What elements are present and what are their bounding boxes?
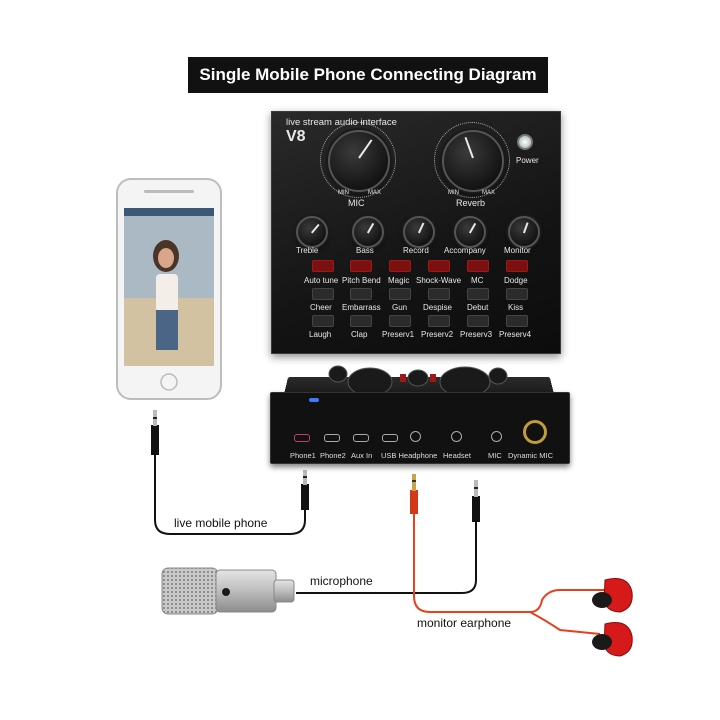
effect-button[interactable] [467, 260, 489, 272]
monitor-label: Monitor [504, 246, 531, 255]
button-label: Preserv1 [382, 330, 415, 339]
mobile-phone [116, 178, 222, 400]
dynamic-mic-port[interactable] [523, 420, 547, 444]
monitor-earphones [592, 578, 633, 657]
power-button[interactable] [517, 134, 533, 150]
mic-port-label: MIC [488, 451, 502, 460]
reverb-knob-label: Reverb [456, 198, 486, 208]
reverb-min-label: MIN [448, 190, 459, 196]
effect-button[interactable] [467, 315, 489, 327]
effect-button[interactable] [506, 288, 528, 300]
effect-button[interactable] [389, 260, 411, 272]
mixer-header: live stream audio interface [286, 117, 397, 128]
reverb-max-label: MAX [482, 190, 496, 196]
phone2-label: Phone2 [320, 451, 346, 460]
effect-button[interactable] [467, 288, 489, 300]
phone1-port[interactable] [294, 434, 310, 442]
button-label: Preserv3 [460, 330, 493, 339]
button-label: Preserv4 [499, 330, 532, 339]
reverb-knob-scale [434, 122, 510, 198]
mic-jack [472, 480, 480, 522]
phone2-port[interactable] [324, 434, 340, 442]
mixer-top-panel: live stream audio interface V8 Power MIN… [271, 111, 561, 354]
record-knob[interactable] [403, 216, 435, 248]
mic-cable [296, 520, 477, 594]
button-label: Gun [392, 303, 408, 312]
usb-headphone-label: USB Headphone [381, 451, 438, 460]
mic-max-label: MAX [368, 190, 382, 196]
phone-jack-mixer [301, 470, 309, 510]
phone-jack-top [151, 410, 159, 455]
effect-button[interactable] [506, 315, 528, 327]
condenser-microphone [161, 567, 295, 615]
button-label: Despise [423, 303, 452, 312]
effect-button[interactable] [428, 315, 450, 327]
earphone-cable-branch [529, 611, 601, 635]
effect-button[interactable] [428, 260, 450, 272]
usb-port[interactable] [382, 434, 398, 442]
mixer-front-panel: Phone1 Phone2 Aux In USB Headphone Heads… [270, 392, 570, 464]
effect-button[interactable] [350, 260, 372, 272]
diagram-title: Single Mobile Phone Connecting Diagram [188, 57, 548, 93]
aux-in-port[interactable] [353, 434, 369, 442]
effect-button[interactable] [312, 315, 334, 327]
button-label: Auto tune [304, 276, 339, 285]
accompany-label: Accompany [444, 246, 486, 255]
mic-min-label: MIN [338, 190, 349, 196]
effect-button[interactable] [312, 288, 334, 300]
effect-button[interactable] [350, 288, 372, 300]
mixer-model: V8 [286, 128, 306, 145]
button-label: Clap [351, 330, 368, 339]
button-label: Preserv2 [421, 330, 454, 339]
mic-knob[interactable] [328, 130, 390, 192]
button-label: Debut [467, 303, 489, 312]
phone1-label: Phone1 [290, 451, 316, 460]
button-label: Cheer [310, 303, 332, 312]
reverb-knob[interactable] [442, 130, 504, 192]
mic-knob-scale [320, 122, 396, 198]
record-label: Record [403, 246, 429, 255]
power-led [309, 398, 319, 402]
bass-label: Bass [356, 246, 374, 255]
button-label: MC [471, 276, 484, 285]
dynamic-mic-label: Dynamic MIC [508, 451, 554, 460]
effect-button[interactable] [389, 315, 411, 327]
treble-knob[interactable] [296, 216, 328, 248]
effect-button[interactable] [389, 288, 411, 300]
headset-label: Headset [443, 451, 471, 460]
power-label: Power [516, 156, 539, 165]
mixer-side-knobs [328, 365, 508, 398]
bass-knob[interactable] [352, 216, 384, 248]
treble-label: Treble [296, 246, 319, 255]
button-label: Shock-Wave [416, 276, 462, 285]
button-label: Embarrass [342, 303, 381, 312]
effect-button[interactable] [428, 288, 450, 300]
mic-port[interactable] [491, 431, 502, 442]
effect-button[interactable] [506, 260, 528, 272]
mic-knob-label: MIC [348, 198, 365, 208]
effect-button[interactable] [312, 260, 334, 272]
earphone-cable [413, 512, 605, 613]
aux-in-label: Aux In [351, 451, 373, 460]
button-label: Pitch Bend [342, 276, 381, 285]
effect-button[interactable] [350, 315, 372, 327]
phone-connection-label: live mobile phone [174, 516, 268, 530]
phone-cable [154, 455, 306, 535]
headphone-port[interactable] [410, 431, 421, 442]
earphone-connection-label: monitor earphone [417, 616, 512, 630]
button-label: Dodge [504, 276, 528, 285]
headset-port[interactable] [451, 431, 462, 442]
mic-connection-label: microphone [310, 574, 373, 588]
button-label: Kiss [508, 303, 524, 312]
button-label: Magic [388, 276, 410, 285]
earphone-jack [410, 474, 418, 514]
monitor-knob[interactable] [508, 216, 540, 248]
accompany-knob[interactable] [454, 216, 486, 248]
button-label: Laugh [309, 330, 332, 339]
